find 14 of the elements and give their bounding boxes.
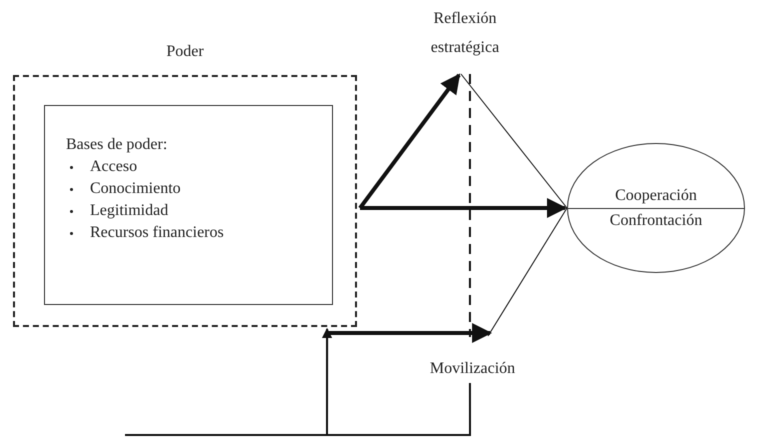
arrow — [360, 198, 567, 218]
outcome-label: Confrontación — [610, 210, 702, 230]
list-item: Conocimiento — [66, 178, 181, 200]
group-heading: Poder — [165, 43, 205, 61]
list-box — [44, 105, 333, 305]
list-heading: Bases de poder: — [66, 135, 168, 155]
arrow — [327, 323, 492, 343]
list-item: Legitimidad — [66, 200, 168, 222]
arrow — [125, 328, 332, 436]
arrow — [358, 73, 461, 210]
list-item: Recursos financieros — [66, 222, 224, 244]
dashed-connector — [468, 74, 471, 337]
list-item: Acceso — [66, 156, 138, 178]
outcome-label: Cooperación — [615, 186, 697, 206]
